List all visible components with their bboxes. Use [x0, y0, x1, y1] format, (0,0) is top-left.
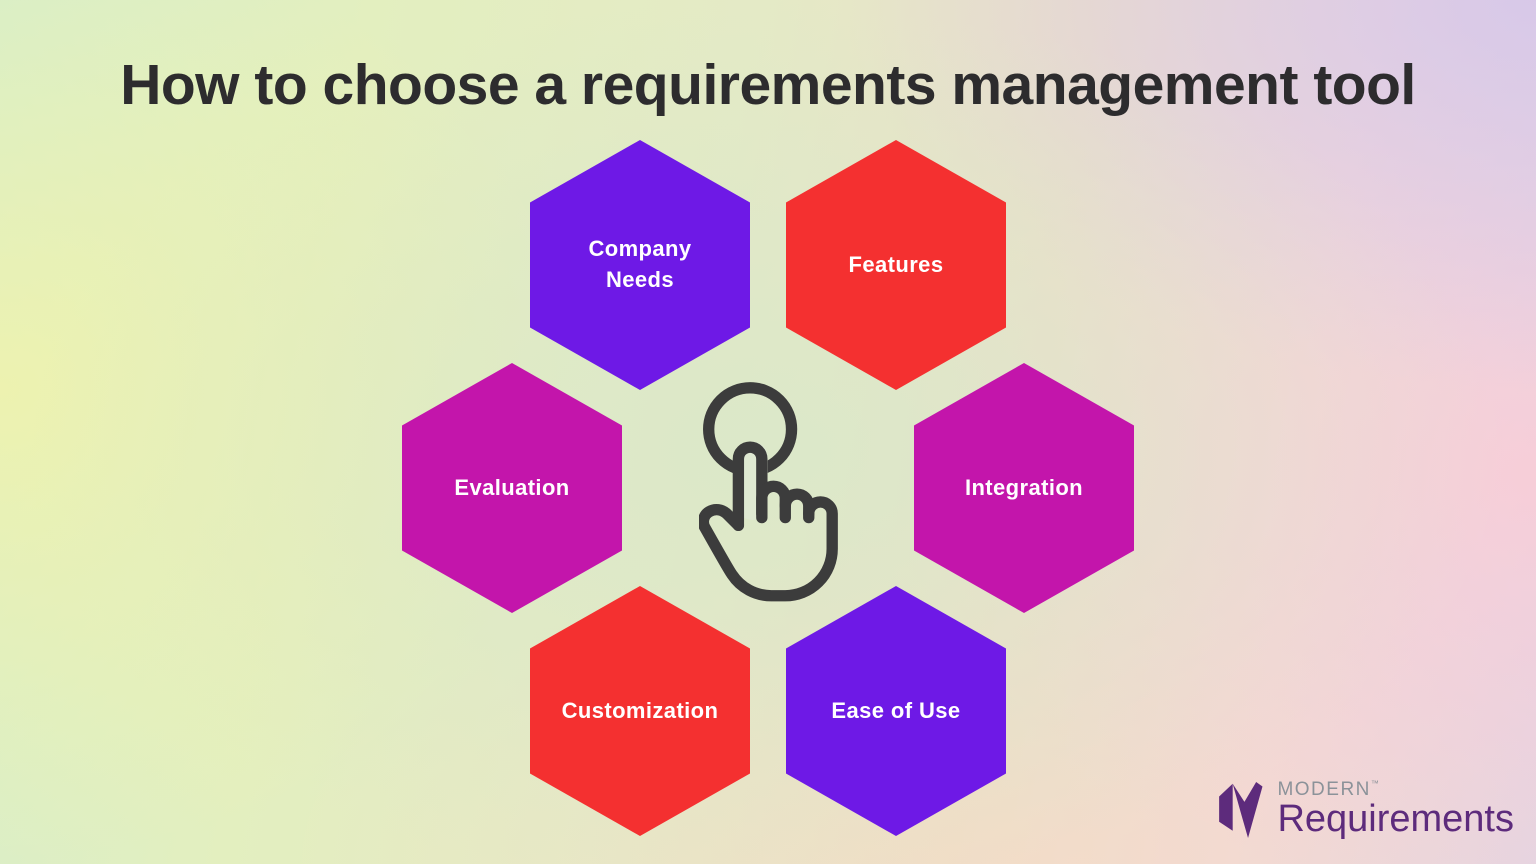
hexagon-label: Customization	[561, 697, 719, 723]
logo-trademark: ™	[1370, 779, 1381, 789]
tap-gesture-icon	[699, 382, 838, 602]
modern-requirements-logo: MODERN™ Requirements	[1211, 778, 1514, 842]
page-title: How to choose a requirements management …	[120, 53, 1416, 117]
hexagon-ease-of-use: Ease of Use	[786, 586, 1006, 836]
hexagon-features: Features	[786, 140, 1006, 390]
hexagon-evaluation: Evaluation	[402, 363, 622, 613]
hexagon-label: Evaluation	[454, 474, 570, 500]
hexagon-label: Integration	[964, 474, 1084, 500]
hexagon-label: Ease of Use	[831, 697, 961, 723]
hexagon-company-needs: Company Needs	[530, 140, 750, 390]
hexagon-label: Company Needs	[588, 236, 692, 292]
hexagon-customization: Customization	[530, 586, 750, 836]
logo-mark-icon	[1219, 782, 1263, 838]
hand-pointer-outline	[699, 441, 838, 602]
logo-modern-text: MODERN	[1277, 779, 1371, 801]
logo-requirements-text: Requirements	[1277, 798, 1514, 841]
hexagon-label: Features	[848, 251, 944, 277]
hexagon-integration: Integration	[914, 363, 1134, 613]
